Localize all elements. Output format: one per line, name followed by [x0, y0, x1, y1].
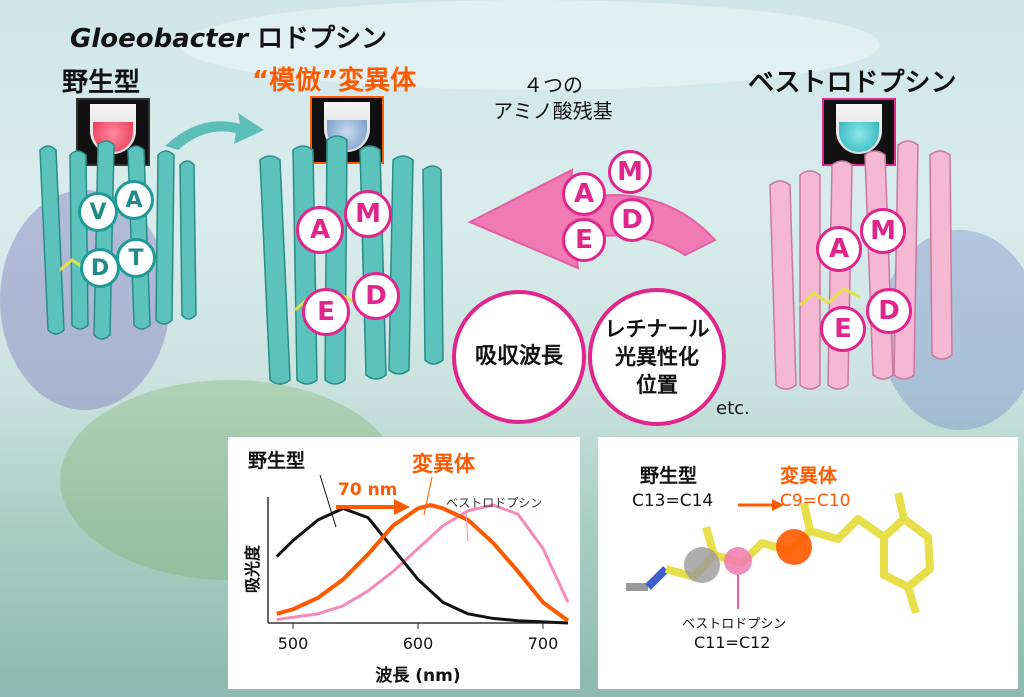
- page-title: Gloeobacter ロドプシン: [70, 18, 387, 55]
- best-isomer-label: ベストロドプシン: [682, 617, 787, 632]
- residue-e: E: [820, 306, 866, 352]
- species-name: Gloeobacter: [70, 24, 249, 54]
- four-residues-line2: アミノ酸残基: [493, 99, 613, 123]
- best-isomer-marker: [724, 547, 752, 575]
- bestrhodopsin-protein-structure: [769, 140, 953, 390]
- series-label-best: ベストロドプシン: [446, 496, 542, 510]
- leader-wild: [319, 474, 337, 528]
- shift-annotation: 70 nm: [338, 480, 397, 500]
- wild-isomer-marker: [684, 547, 720, 583]
- best-isomer-bond: C11=C12: [694, 633, 771, 652]
- leader-mutant: [423, 476, 433, 516]
- retinal-line1: レチナール: [604, 317, 710, 341]
- residue-a: A: [816, 226, 862, 272]
- series-line-1: [276, 503, 570, 623]
- series-line-2: [276, 503, 570, 622]
- series-line-0: [275, 506, 569, 625]
- retinal-line3: 位置: [636, 373, 678, 397]
- x-tick-label: 500: [278, 634, 309, 653]
- residue-d: D: [352, 272, 400, 320]
- residue-d: D: [80, 248, 120, 288]
- residue-e: E: [302, 288, 350, 336]
- mimic-mutant-label: “模倣”変異体: [252, 66, 417, 96]
- bestrhodopsin-label: ベストロドプシン: [748, 68, 957, 98]
- shift-arrowhead: [394, 499, 410, 515]
- background-blob: [180, 0, 880, 90]
- residue-e: E: [562, 218, 606, 262]
- mutant-isomer-label: 変異体: [780, 465, 838, 487]
- etc-label: etc.: [716, 398, 750, 419]
- x-tick-label: 600: [403, 634, 434, 653]
- x-tick-label: 700: [528, 634, 559, 653]
- series-label-mutant: 変異体: [412, 452, 476, 476]
- residue-a: A: [562, 172, 606, 216]
- rhodopsin-label: ロドプシン: [248, 24, 388, 54]
- absorption-wavelength-circle: 吸収波長: [452, 290, 586, 424]
- wild-isomer-bond: C13=C14: [632, 491, 714, 511]
- bestrhodopsin-sample-tube: [822, 98, 896, 166]
- leader-best: [465, 510, 469, 542]
- mutant-isomer-bond: C9=C10: [780, 491, 851, 511]
- residue-m: M: [344, 190, 392, 238]
- series-label-wild: 野生型: [248, 449, 305, 472]
- retinal-isomer-panel: 野生型 C13=C14 変異体 C9=C10 ベストロドプシン C11=C12: [598, 437, 1018, 689]
- y-axis-label: 吸光度: [243, 544, 262, 593]
- residue-m: M: [860, 208, 906, 254]
- residue-a: A: [296, 206, 344, 254]
- residue-v: V: [78, 192, 118, 232]
- absorption-label: 吸収波長: [474, 344, 563, 369]
- retinal-line2: 光異性化: [615, 345, 699, 369]
- residue-t: T: [116, 238, 156, 278]
- absorption-spectrum-panel: 500 600 700 吸光度 波長 (nm) 野生型 変異体 ベストロドプシン 7…: [228, 437, 580, 689]
- four-residues-line1: ４つの: [523, 73, 583, 97]
- isomer-arrowhead: [772, 499, 784, 511]
- mutant-isomer-marker: [776, 529, 812, 565]
- arrow-wild-to-mutant: [165, 113, 264, 150]
- x-axis-label: 波長 (nm): [375, 665, 460, 686]
- wild-type-label: 野生型: [62, 68, 141, 98]
- residue-d: D: [866, 288, 912, 334]
- mutant-protein-structure: [259, 135, 444, 385]
- four-residues-label: ４つの アミノ酸残基: [488, 72, 618, 124]
- wild-type-protein-structure: [39, 140, 197, 340]
- residue-a: A: [114, 180, 154, 220]
- wild-isomer-label: 野生型: [640, 465, 698, 487]
- residue-m: M: [608, 150, 652, 194]
- residue-d: D: [610, 198, 654, 242]
- spectrum-chart: 500 600 700 吸光度 波長 (nm) 野生型 変異体 ベストロドプシン 7…: [243, 449, 570, 686]
- retinal-isomerization-circle: レチナール 光異性化 位置: [588, 288, 726, 426]
- retinal-structure: [626, 492, 934, 615]
